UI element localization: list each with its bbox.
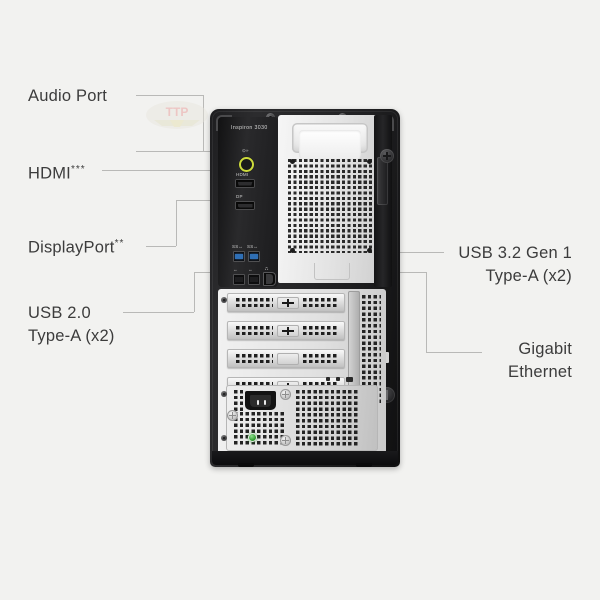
- leader-usb-2-v: [194, 272, 195, 312]
- displayport-icon: DP: [236, 194, 243, 199]
- chassis-screw-left-1: [221, 297, 227, 303]
- displayport-footnote-asterisks: **: [114, 238, 125, 249]
- psu-self-test-led[interactable]: [248, 433, 257, 442]
- slot-1-vents-left: [236, 298, 273, 307]
- callout-label-audio-port: Audio Port: [28, 87, 108, 105]
- slot-2-vents-right: [303, 326, 338, 335]
- expansion-slot-cover-2[interactable]: [227, 321, 345, 340]
- leader-ethernet-v: [426, 272, 427, 352]
- displayport-port[interactable]: [235, 201, 255, 210]
- slot-3-vents-left: [236, 354, 273, 363]
- slot-2-vents-left: [236, 326, 273, 335]
- desktop-tower-rear-view: Inspiron 3030 ⊙» HDMI DP SS↔ SS↔ ↔ ↔ ⎍: [210, 109, 400, 467]
- power-inlet-c14[interactable]: [245, 391, 276, 410]
- leader-displayport-h1: [146, 246, 176, 247]
- status-indicator-1: [326, 377, 330, 381]
- hdmi-port[interactable]: [235, 179, 255, 188]
- usb-icon-b: ↔: [248, 267, 253, 272]
- psu-screw-bottom-right[interactable]: [280, 435, 291, 446]
- ethernet-icon: ⎍: [265, 266, 269, 271]
- callout-label-displayport: DisplayPort**: [28, 238, 125, 257]
- slot-3-vents-right: [303, 354, 338, 363]
- leader-audio-port-h2: [136, 151, 231, 152]
- gigabit-ethernet-rj45-port[interactable]: [263, 272, 276, 286]
- expansion-and-psu-area: [218, 289, 386, 454]
- side-panel-release-latch[interactable]: [377, 157, 388, 205]
- expansion-slot-cover-1[interactable]: [227, 293, 345, 312]
- chassis-screw-left-3: [221, 435, 227, 441]
- psu-vent-right: [296, 390, 359, 446]
- foot-right: [356, 463, 372, 467]
- rear-io-panel: Inspiron 3030 ⊙» HDMI DP SS↔ SS↔ ↔ ↔ ⎍: [218, 117, 278, 287]
- thumbscrew-top-right[interactable]: [380, 149, 394, 163]
- callout-label-gigabit-ethernet: Gigabit Ethernet: [508, 340, 572, 381]
- leader-hdmi: [102, 170, 231, 171]
- ttp-watermark-logo: TTP: [146, 100, 208, 130]
- carry-handle[interactable]: [292, 123, 368, 159]
- fan-rivet-tr: [367, 159, 372, 164]
- usb-superspeed-icon-a: SS↔: [232, 244, 244, 249]
- slot-1-vents-right: [303, 298, 338, 307]
- chassis-screw-left-2: [221, 391, 227, 397]
- foot-left: [238, 463, 254, 467]
- usb-20-type-a-port-1[interactable]: [233, 274, 245, 285]
- cover-tab: [314, 263, 350, 280]
- callout-label-usb-32-gen-1: USB 3.2 Gen 1 Type-A (x2): [458, 244, 572, 285]
- leader-usb-2-h1: [123, 312, 194, 313]
- slot-1-screw[interactable]: [277, 296, 299, 309]
- status-indicator-3: [346, 377, 353, 382]
- expansion-slot-cover-3[interactable]: [227, 349, 345, 368]
- fan-rivet-tl: [290, 159, 295, 164]
- side-panel-strip: [374, 115, 392, 287]
- psu-screw-top-right[interactable]: [280, 389, 291, 400]
- usb-32-gen1-type-a-port-2[interactable]: [248, 251, 260, 262]
- inlet-pin-left: [257, 400, 259, 405]
- rear-cover-panel: [278, 115, 382, 283]
- audio-port-icon: ⊙»: [242, 148, 249, 153]
- leader-displayport-h2: [176, 200, 231, 201]
- chassis-bottom-bevel: [212, 451, 398, 467]
- hdmi-footnote-asterisks: ***: [70, 164, 86, 175]
- slot-2-screw[interactable]: [277, 324, 299, 337]
- power-supply-unit: [226, 385, 378, 451]
- hdmi-icon: HDMI: [236, 172, 249, 177]
- psu-vent-top-left: [234, 390, 243, 411]
- leader-ethernet-h1: [396, 272, 426, 273]
- inlet-pin-right: [264, 400, 266, 405]
- fan-rivet-br: [367, 248, 372, 253]
- svg-text:TTP: TTP: [166, 105, 189, 119]
- kensington-lock-slot: [385, 352, 389, 363]
- audio-port-jack[interactable]: [239, 157, 254, 172]
- leader-audio-port-h1: [136, 95, 203, 96]
- leader-displayport-v: [176, 200, 177, 246]
- psu-vent-lower-left: [234, 412, 284, 446]
- fan-rivet-bl: [290, 248, 295, 253]
- callout-label-hdmi: HDMI***: [28, 164, 86, 183]
- psu-screw-left[interactable]: [227, 410, 238, 421]
- cpu-fan-vent-grid: [288, 159, 374, 253]
- usb-superspeed-icon-b: SS↔: [247, 244, 259, 249]
- slot-3-blank-plate[interactable]: [277, 352, 299, 365]
- usb-icon-a: ↔: [233, 267, 238, 272]
- usb-20-type-a-port-2[interactable]: [248, 274, 260, 285]
- leader-ethernet-h2: [426, 352, 482, 353]
- usb-32-gen1-type-a-port-1[interactable]: [233, 251, 245, 262]
- status-indicator-2: [336, 377, 340, 381]
- callout-label-usb-2: USB 2.0 Type-A (x2): [28, 304, 115, 345]
- model-name-label: Inspiron 3030: [231, 125, 268, 131]
- leader-audio-port-v: [203, 95, 204, 151]
- leader-usb-32: [396, 252, 444, 253]
- side-vent-column: [362, 295, 381, 403]
